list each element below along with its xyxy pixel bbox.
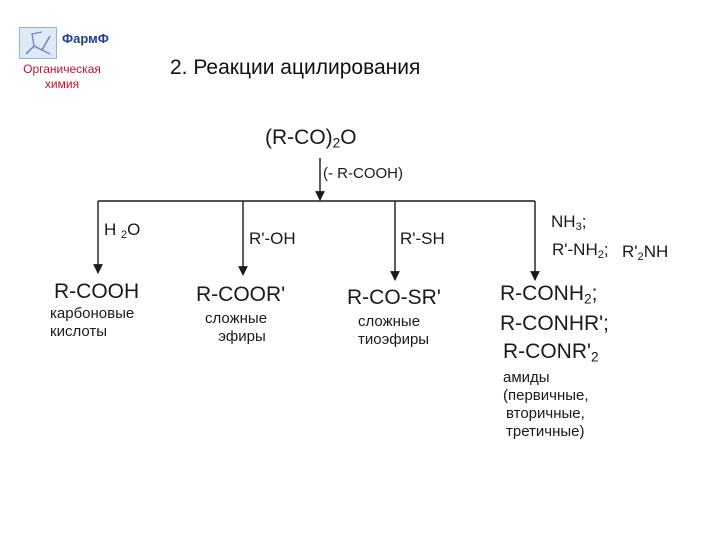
- product-secondary-amide: R-CONHR';: [500, 312, 609, 335]
- class-thioesters: сложные тиоэфиры: [358, 313, 430, 348]
- product-ester: R-COOR': [196, 283, 286, 306]
- subject-label: Органическая химия: [8, 62, 116, 92]
- product-carboxylic-acid: R-COOH: [54, 280, 140, 303]
- reagent-secondary-amine: R'2NH: [622, 242, 669, 263]
- class-esters: сложные эфиры: [205, 310, 268, 345]
- reagent-ammonia: NH3;: [551, 212, 587, 233]
- class-carboxylic-acids: карбоновые кислоты: [50, 305, 135, 340]
- byproduct-note: (- R-COOH): [323, 165, 403, 182]
- class-amides: амиды (первичные, вторичные, третичные): [503, 369, 589, 440]
- logo-icon: [19, 27, 57, 59]
- subject-line-2: химия: [44, 77, 80, 91]
- reagent-primary-amine: R'-NH2;: [552, 240, 609, 261]
- reagent-water: H 2O: [104, 220, 141, 241]
- reagent-thiol: R'-SH: [400, 229, 445, 248]
- product-thioester: R-CO-SR': [347, 286, 441, 309]
- product-primary-amide: R-CONH2;: [500, 282, 598, 307]
- reagent-alcohol: R'-OH: [249, 229, 296, 248]
- subject-line-1: Органическая: [23, 62, 101, 76]
- page-title: 2. Реакции ацилирования: [170, 56, 421, 79]
- product-tertiary-amide: R-CONR'2: [503, 340, 599, 365]
- logo-text: ФармФ: [62, 31, 109, 46]
- acylating-agent: (R-CO)2O: [265, 126, 357, 151]
